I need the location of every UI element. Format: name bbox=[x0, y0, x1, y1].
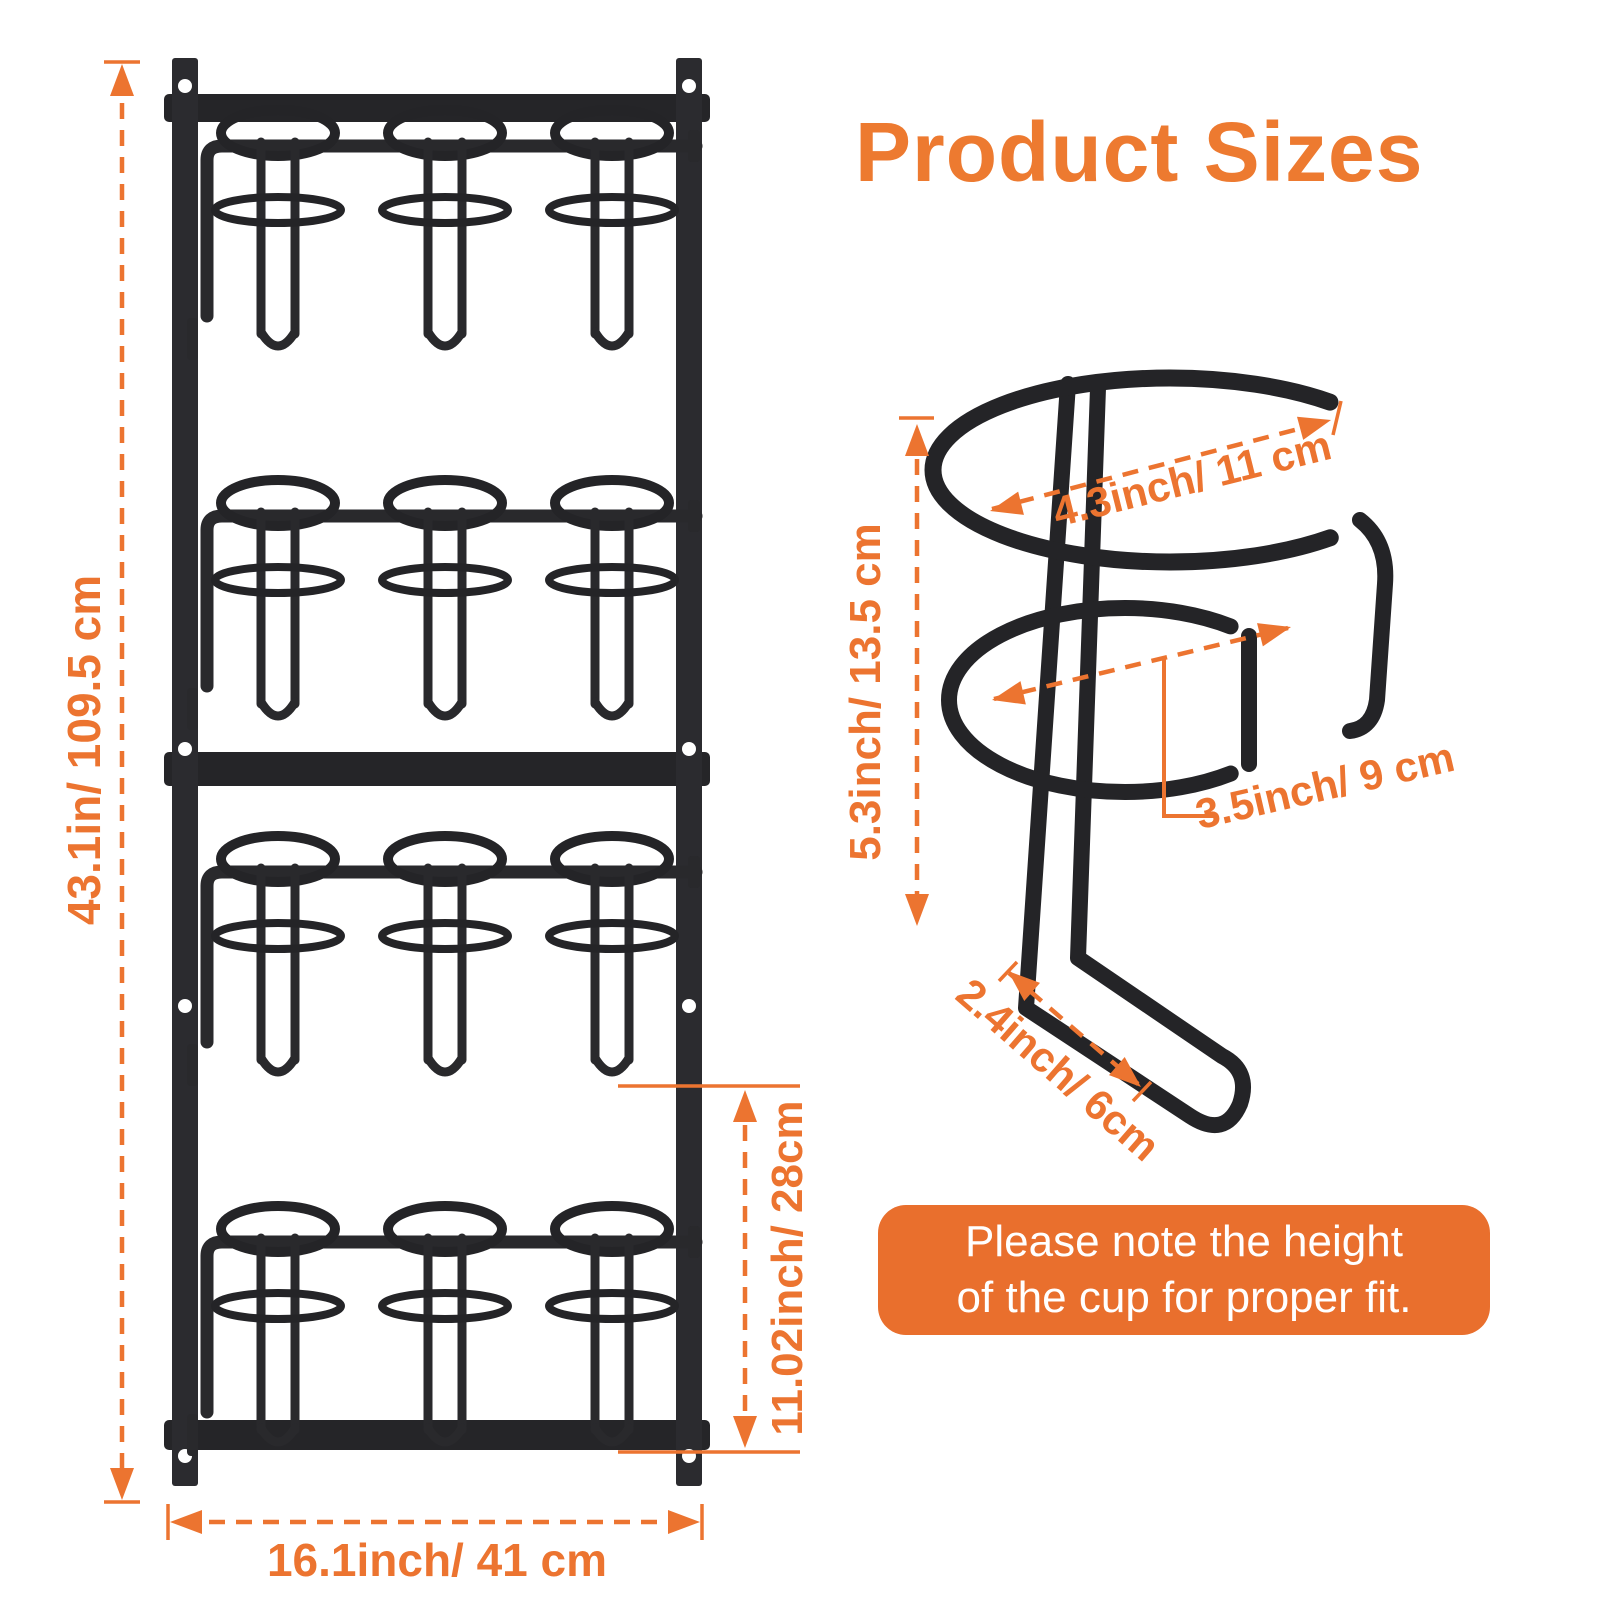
cup-holder bbox=[211, 831, 345, 1077]
fit-note: Please note the height of the cup for pr… bbox=[878, 1205, 1490, 1335]
fit-note-line2: of the cup for proper fit. bbox=[956, 1273, 1412, 1322]
cup-holder-row bbox=[187, 831, 703, 1086]
cup-holder-tiers bbox=[187, 105, 703, 1456]
cup-holder bbox=[545, 831, 679, 1077]
holder-ring-end-wire bbox=[1342, 512, 1394, 739]
cup-holder bbox=[545, 1201, 679, 1447]
holder-height-dimension-line bbox=[899, 416, 934, 918]
bottom-ring-dimension-line bbox=[993, 625, 1289, 818]
cup-holder-detail-illustration bbox=[924, 369, 1416, 1133]
rack-height-dimension-label: 43.1in/ 109.5 cm bbox=[58, 574, 110, 926]
holder-height-dimension-label: 5.3inch/ 13.5 cm bbox=[841, 523, 890, 861]
width-dimension-line bbox=[166, 1504, 704, 1540]
rack-left-rail bbox=[172, 58, 198, 1486]
cup-holder bbox=[211, 105, 345, 351]
cup-holder bbox=[545, 105, 679, 351]
wall-rack-illustration bbox=[164, 58, 710, 1486]
holder-bottom-ring bbox=[941, 600, 1309, 800]
fit-note-line1: Please note the height bbox=[965, 1216, 1403, 1266]
cup-holder bbox=[545, 475, 679, 721]
cup-holder-row bbox=[187, 1201, 703, 1456]
cup-holder bbox=[211, 1201, 345, 1447]
page-title: Product Sizes bbox=[855, 105, 1424, 199]
cup-holder-row bbox=[187, 475, 703, 730]
tier-gap-dimension-label: 11.02inch/ 28cm bbox=[763, 1100, 812, 1436]
mounting-holes bbox=[178, 79, 696, 1463]
tier-gap-dimension-line bbox=[618, 1084, 800, 1454]
rack-right-rail bbox=[676, 58, 702, 1486]
cup-holder bbox=[378, 105, 512, 351]
rack-width-dimension-label: 16.1inch/ 41 cm bbox=[266, 1534, 608, 1586]
height-dimension-line bbox=[104, 60, 140, 1504]
rack-middle-bar bbox=[164, 752, 710, 786]
dimension-arrowheads bbox=[110, 64, 1331, 1534]
cup-holder-row bbox=[187, 105, 703, 360]
cup-holder bbox=[378, 1201, 512, 1447]
cup-holder bbox=[378, 831, 512, 1077]
top-ring-dimension-line bbox=[991, 400, 1343, 512]
dimension-lines bbox=[104, 60, 1343, 1540]
holder-top-ring bbox=[924, 369, 1416, 571]
holder-wires-and-hook bbox=[1018, 376, 1251, 1133]
cup-holder bbox=[211, 475, 345, 721]
cup-holder bbox=[378, 475, 512, 721]
